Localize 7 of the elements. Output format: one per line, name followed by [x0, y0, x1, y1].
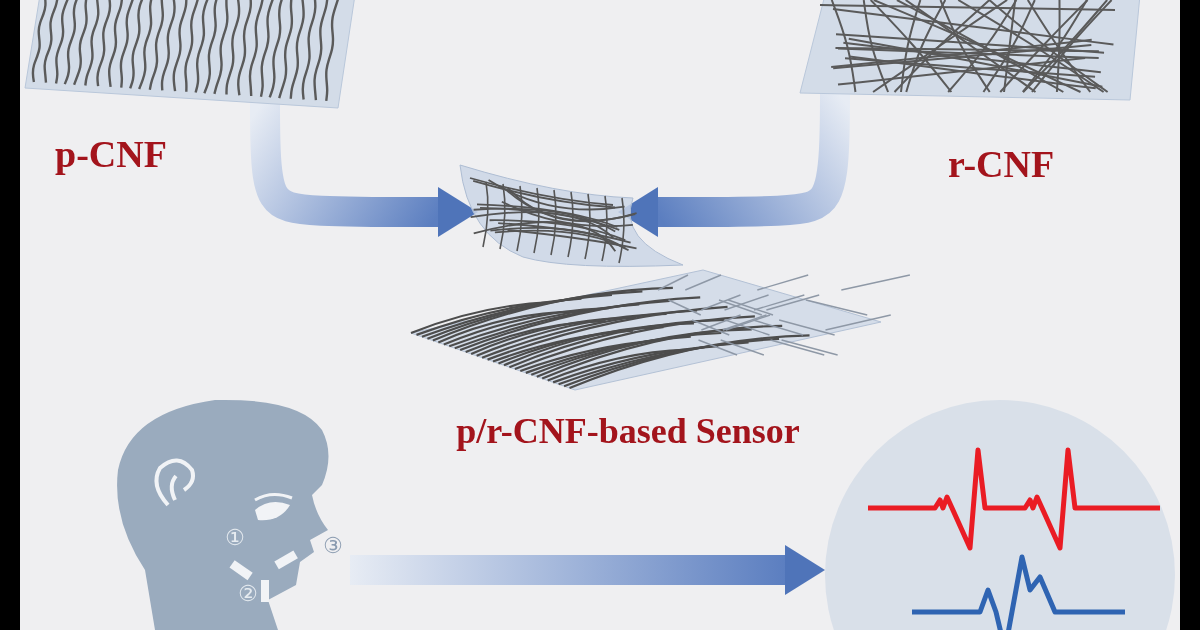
- callout-number: ③: [323, 535, 343, 557]
- callout-number: ①: [225, 527, 245, 549]
- material-label: p-CNF: [55, 132, 167, 176]
- sensor-label: p/r-CNF-based Sensor: [455, 410, 801, 452]
- block-arrow: [350, 545, 825, 595]
- material-label: r-CNF: [948, 142, 1055, 186]
- callout-number: ②: [238, 583, 258, 605]
